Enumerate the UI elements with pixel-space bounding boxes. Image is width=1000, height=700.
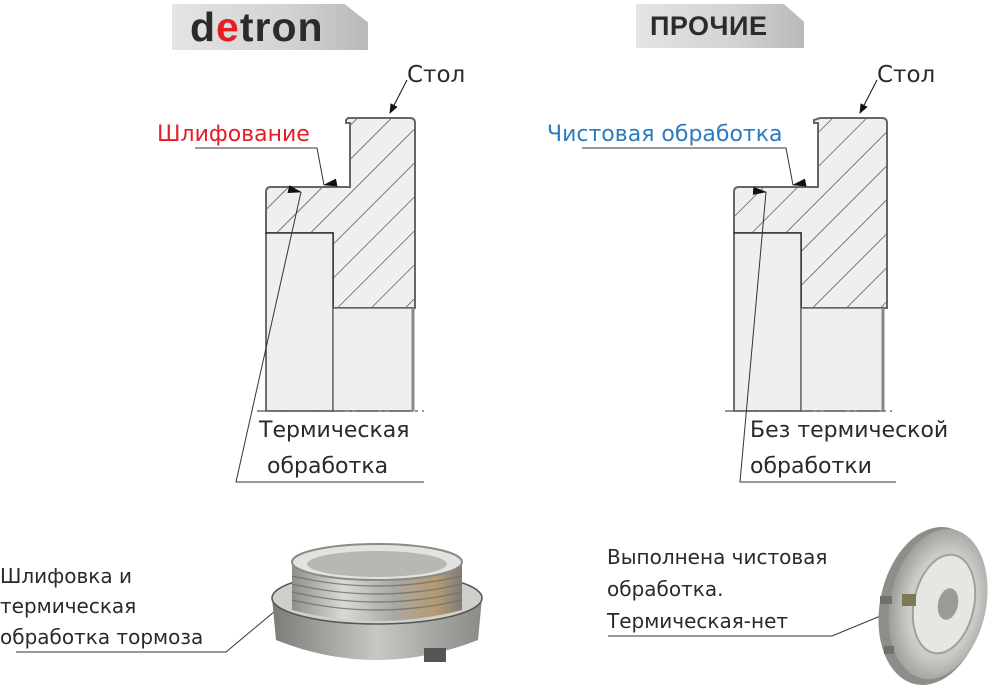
right-photo-caption-line1: Выполнена чистовая	[607, 545, 828, 569]
logo-letters-tron: tron	[239, 4, 324, 50]
left-photo-caption-line2: термическая	[0, 594, 137, 618]
right-table-label: Стол	[877, 62, 936, 88]
detron-logo: detron	[190, 4, 324, 50]
other-brake-photo	[862, 506, 992, 696]
left-surface-label: Шлифование	[157, 122, 310, 147]
left-photo-caption-line1: Шлифовка и	[0, 564, 132, 588]
detron-logo-badge: detron	[172, 4, 368, 50]
others-title-badge: ПРОЧИЕ	[636, 4, 804, 48]
right-treatment-label-line1: Без термической	[750, 418, 949, 443]
left-photo-caption-line3: обработка тормоза	[0, 625, 204, 649]
logo-accent-letter: e	[216, 4, 240, 50]
left-treatment-label-line2: обработка	[267, 454, 389, 479]
detron-cross-section	[195, 79, 424, 483]
right-photo-caption-line2: обработка.	[607, 577, 724, 601]
right-surface-label: Чистовая обработка	[547, 122, 783, 147]
others-cross-section	[582, 79, 896, 483]
detron-brake-photo	[262, 540, 490, 672]
right-treatment-label-line2: обработки	[750, 454, 872, 479]
right-photo-caption-line3: Термическая-нет	[607, 609, 789, 633]
left-table-label: Стол	[407, 62, 466, 88]
left-treatment-label-line1: Термическая	[259, 418, 410, 443]
others-title: ПРОЧИЕ	[650, 11, 768, 41]
logo-letter-d: d	[190, 4, 217, 50]
